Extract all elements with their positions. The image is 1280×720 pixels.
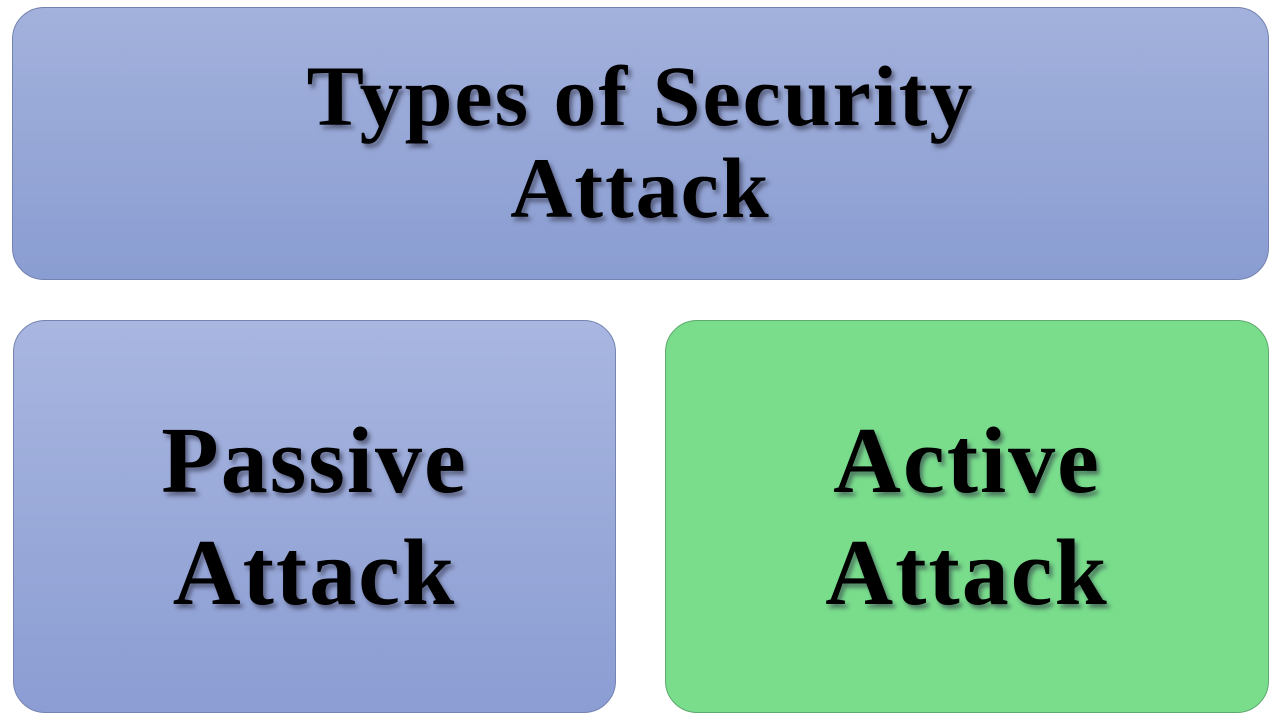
active-attack-box: Active Attack (665, 320, 1269, 713)
active-attack-line-1: Active (833, 408, 1101, 513)
title-line-2: Attack (510, 139, 771, 236)
active-attack-line-2: Attack (825, 520, 1109, 625)
passive-attack-line-2: Attack (172, 520, 457, 625)
passive-attack-box: Passive Attack (13, 320, 616, 713)
title-line-1: Types of Security (306, 47, 975, 144)
title-box: Types of Security Attack (12, 7, 1269, 280)
passive-attack-line-1: Passive (161, 408, 468, 513)
